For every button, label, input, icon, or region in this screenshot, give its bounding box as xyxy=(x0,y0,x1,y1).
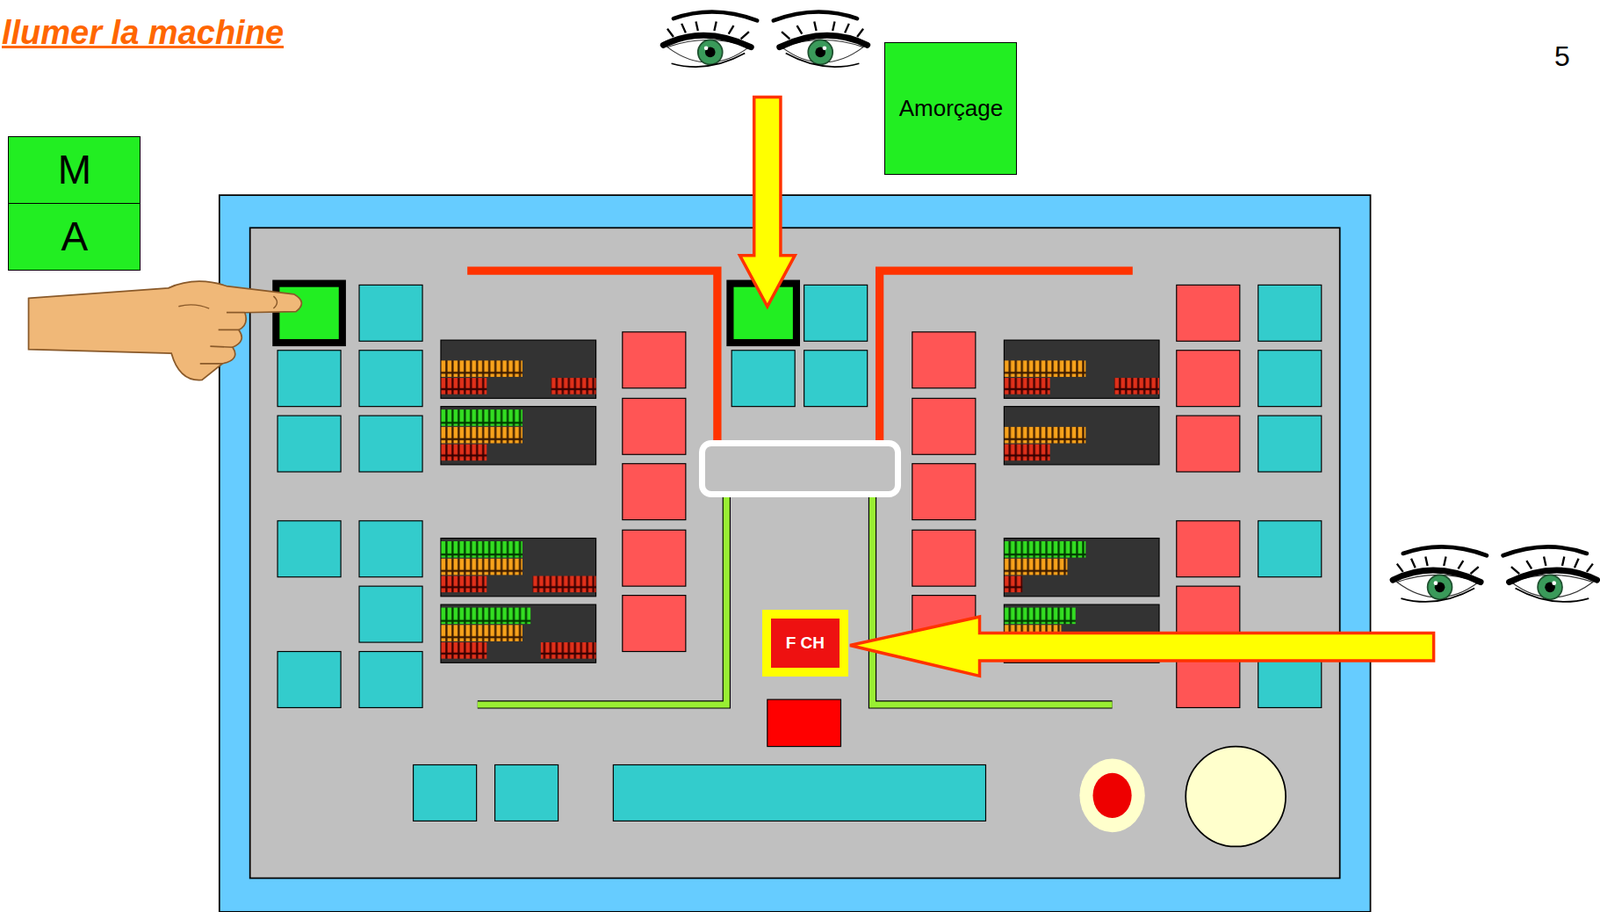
teal-button xyxy=(359,350,423,407)
level-bar xyxy=(1003,360,1086,377)
green-line-edge xyxy=(872,495,1113,705)
level-bar xyxy=(1003,558,1067,576)
display-screen xyxy=(440,339,597,398)
level-bar xyxy=(550,377,596,395)
red-button xyxy=(622,595,686,652)
red-button xyxy=(1176,520,1240,577)
level-bar xyxy=(1003,607,1075,625)
bar-display xyxy=(1003,538,1160,597)
level-bar xyxy=(440,641,487,659)
teal-button xyxy=(1258,350,1322,407)
display-screen xyxy=(440,604,597,663)
red-button xyxy=(1176,350,1240,407)
panel-face xyxy=(250,227,1341,878)
level-bar xyxy=(540,641,597,659)
alarm-label: F CH xyxy=(771,618,840,669)
page-title: llumer la machine xyxy=(1,14,284,52)
teal-button xyxy=(277,651,341,708)
level-bar xyxy=(440,607,531,625)
yellow-arrow xyxy=(850,616,1435,676)
red-button xyxy=(622,463,686,520)
level-bar xyxy=(440,377,487,395)
red-button xyxy=(622,529,686,586)
teal-button xyxy=(359,415,423,472)
teal-button xyxy=(359,651,423,708)
bar-display xyxy=(440,339,597,398)
teal-button xyxy=(1258,415,1322,472)
teal-button xyxy=(804,284,868,341)
alarm-indicator: F CH xyxy=(762,609,849,678)
teal-button xyxy=(1258,284,1322,341)
level-bar xyxy=(1003,540,1086,558)
bar-display xyxy=(440,406,597,465)
teal-bar xyxy=(612,764,986,822)
eyes xyxy=(1392,546,1597,602)
display-window xyxy=(701,442,898,494)
bar-display xyxy=(1003,339,1160,398)
bar-display xyxy=(440,538,597,597)
level-bar xyxy=(440,444,487,462)
panel-frame xyxy=(219,194,1371,912)
level-bar xyxy=(440,360,523,377)
teal-button xyxy=(277,415,341,472)
page-number: 5 xyxy=(1554,40,1571,73)
red-button xyxy=(912,397,976,455)
level-bar xyxy=(1003,426,1086,444)
red-button xyxy=(1176,284,1240,341)
level-bar xyxy=(440,540,523,558)
mode-letter: A xyxy=(8,202,140,270)
red-button xyxy=(1176,415,1240,472)
indicator-ring xyxy=(1079,758,1145,833)
teal-button xyxy=(277,350,341,407)
display-screen xyxy=(440,406,597,465)
red-button xyxy=(912,463,976,520)
level-bar xyxy=(1003,377,1050,395)
mode-letter: M xyxy=(8,136,140,203)
priming-box: Amorçage xyxy=(884,42,1017,175)
level-bar xyxy=(440,558,523,576)
display-screen xyxy=(1003,406,1160,465)
display-screen xyxy=(440,538,597,597)
green-line-edge xyxy=(477,495,728,705)
display-screen xyxy=(1003,538,1160,597)
teal-button xyxy=(495,764,559,822)
red-button xyxy=(622,331,686,389)
green-line xyxy=(872,495,1113,705)
button-bezel xyxy=(272,280,346,347)
teal-button xyxy=(359,585,423,642)
level-bar xyxy=(440,426,523,444)
red-button xyxy=(767,699,842,746)
level-bar xyxy=(440,624,523,642)
red-button xyxy=(622,397,686,455)
bar-display xyxy=(440,604,597,663)
button-label: Amorçage xyxy=(899,94,1004,123)
level-bar xyxy=(1003,444,1050,462)
red-button xyxy=(912,529,976,586)
level-bar xyxy=(1003,576,1023,593)
round-knob xyxy=(1185,746,1286,847)
teal-button xyxy=(413,764,477,822)
teal-button xyxy=(359,284,423,341)
red-button xyxy=(912,331,976,389)
yellow-arrow xyxy=(739,97,795,307)
mode-box: MA xyxy=(7,136,141,271)
eyes xyxy=(663,11,867,67)
display-screen xyxy=(1003,339,1160,398)
level-bar xyxy=(533,576,597,593)
bar-display xyxy=(1003,406,1160,465)
teal-button xyxy=(1258,520,1322,577)
teal-button xyxy=(804,350,868,407)
green-line xyxy=(477,495,728,705)
indicator-light xyxy=(1092,772,1132,818)
level-bar xyxy=(440,409,523,426)
level-bar xyxy=(1114,377,1160,395)
pointing-hand xyxy=(28,281,303,380)
teal-button xyxy=(277,520,341,577)
teal-button xyxy=(731,350,795,407)
teal-button xyxy=(359,520,423,577)
level-bar xyxy=(440,576,487,593)
